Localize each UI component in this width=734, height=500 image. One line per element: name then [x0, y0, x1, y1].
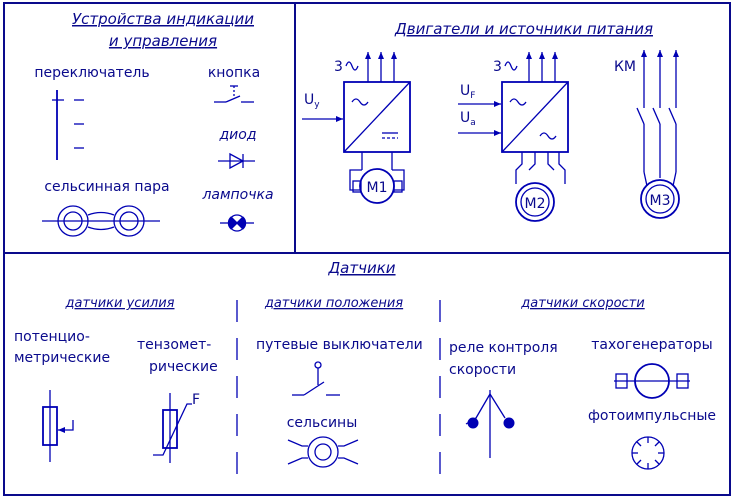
section-title-indication-line2: и управления — [109, 32, 217, 50]
photo-pulse-sensor-symbol — [631, 436, 665, 470]
phase-label-2: 3 — [493, 59, 502, 75]
input-signal-uy: Uу — [304, 92, 320, 110]
label-relay-line1: реле контроля — [449, 340, 558, 356]
motor-m3-outer — [640, 179, 680, 219]
input-signal-uf: UF — [460, 83, 475, 101]
section-title-indication-line1: Устройства индикации — [72, 10, 254, 28]
selsyn-symbol — [287, 436, 359, 468]
lamp-symbol — [220, 214, 254, 232]
phase-label-1: 3 — [334, 59, 343, 75]
label-tenso-line1: тензомет- — [137, 337, 211, 353]
subtitle-position-sensors: датчики положения — [264, 296, 403, 311]
ac-wave-icon — [351, 98, 369, 106]
subtitle-speed-sensors: датчики скорости — [520, 296, 644, 311]
motor-m2-inner — [520, 187, 550, 217]
section-motors: Двигатели и источники питания 3 Uу М1 — [302, 20, 680, 222]
pushbutton-symbol — [214, 85, 254, 103]
diode-symbol — [218, 152, 255, 170]
motor-label-m3: М3 — [650, 193, 671, 209]
switch-symbol — [52, 90, 84, 160]
contactor-drive-3: КМ М3 — [614, 50, 680, 219]
ac-wave-icon — [539, 132, 557, 140]
label-selsyns: сельсины — [287, 415, 358, 431]
subtitle-force-sensors: датчики усилия — [65, 296, 175, 311]
label-pot-line2: метрические — [14, 350, 110, 366]
ac-wave-icon — [509, 98, 527, 106]
label-photo: фотоимпульсные — [588, 408, 716, 424]
motor-label-m1: М1 — [367, 180, 388, 196]
label-relay-line2: скорости — [449, 362, 516, 378]
sheet-frame — [3, 2, 731, 496]
label-lamp: лампочка — [201, 187, 273, 203]
section-indication: Устройства индикации и управления перекл… — [34, 10, 274, 237]
motor-m2-outer — [515, 182, 555, 222]
label-limit-switches: путевые выключатели — [256, 337, 423, 353]
label-pot-line1: потенцио- — [14, 329, 90, 345]
converter-drive-2: 3 UF Ua М2 — [458, 52, 569, 222]
potentiometer-symbol — [42, 390, 74, 462]
tachogenerator-symbol — [614, 363, 690, 399]
speed-relay-symbol — [465, 390, 515, 458]
label-tacho: тахогенераторы — [591, 337, 712, 353]
label-button: кнопка — [208, 65, 260, 81]
limit-switch-symbol — [292, 361, 340, 396]
selsyn-pair-symbol — [42, 205, 160, 237]
label-force-letter: F — [192, 392, 200, 408]
label-diode: диод — [218, 127, 256, 143]
label-selsyn-pair: сельсинная пара — [44, 179, 169, 195]
section-sensors: Датчики датчики усилия потенцио- метриче… — [14, 259, 716, 490]
converter-drive-1: 3 Uу М1 — [302, 52, 411, 204]
ac-wave-icon — [504, 61, 518, 71]
motor-m1-circle — [359, 168, 395, 204]
input-signal-ua: Ua — [460, 110, 476, 128]
label-switch: переключатель — [34, 65, 149, 81]
ac-wave-icon — [345, 61, 359, 71]
section-title-motors: Двигатели и источники питания — [394, 20, 653, 38]
motor-label-m2: М2 — [525, 196, 546, 212]
strain-gauge-symbol — [153, 393, 192, 463]
label-tenso-line2: рические — [149, 359, 218, 375]
contactor-label-km: КМ — [614, 59, 636, 75]
motor-m3-inner — [645, 184, 675, 214]
section-title-sensors: Датчики — [327, 259, 395, 277]
